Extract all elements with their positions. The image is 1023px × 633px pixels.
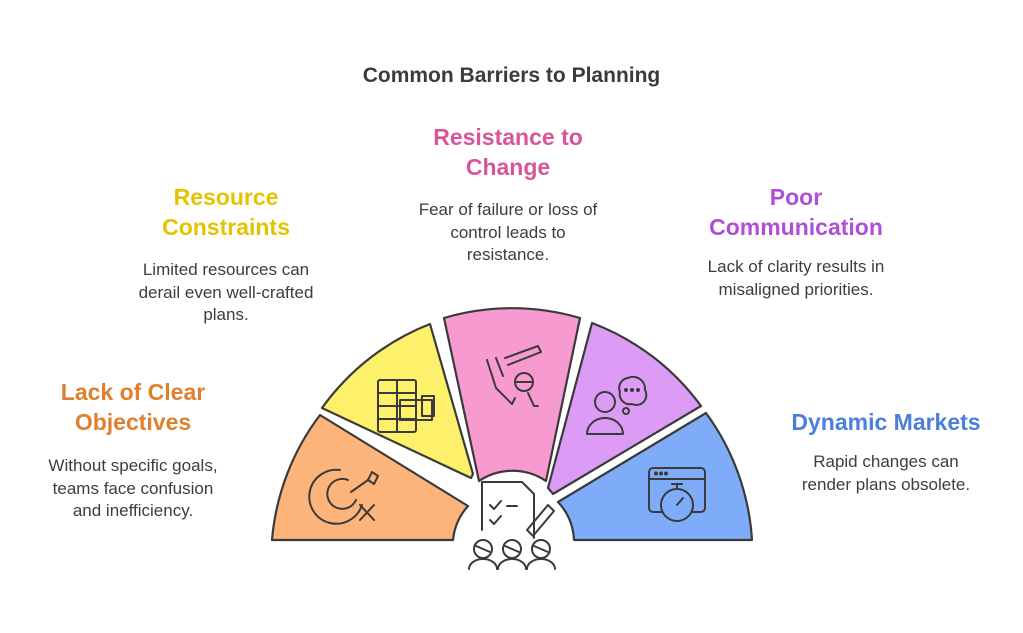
heading-resource-constraints: Resource Constraints [162,184,290,240]
segment-dynamic-markets [556,411,754,542]
heading-lack-of-clear-objectives: Lack of Clear Objectives [60,379,206,435]
target-dart-icon [308,468,379,525]
description-resistance-to-change: Fear of failure or loss of control leads… [418,200,598,264]
person-thought-bubble-icon [586,375,648,435]
description-dynamic-markets: Rapid changes can render plans obsolete. [801,452,971,494]
segment-resistance-to-change [442,307,582,483]
heading-poor-communication: Poor Communication [709,184,883,240]
browser-stopwatch-icon [648,467,706,522]
description-resource-constraints: Limited resources can derail even well-c… [138,260,314,324]
diagram-title: Common Barriers to Planning [362,64,661,87]
team-planning-checklist-icon [468,481,556,570]
heading-dynamic-markets: Dynamic Markets [791,409,981,435]
blocking-hand-icon [486,345,542,407]
storage-lockers-icon [377,379,435,433]
description-lack-of-clear-objectives: Without specific goals, teams face confu… [48,456,218,520]
description-poor-communication: Lack of clarity results in misaligned pr… [707,257,885,299]
heading-resistance-to-change: Resistance to Change [433,124,583,180]
